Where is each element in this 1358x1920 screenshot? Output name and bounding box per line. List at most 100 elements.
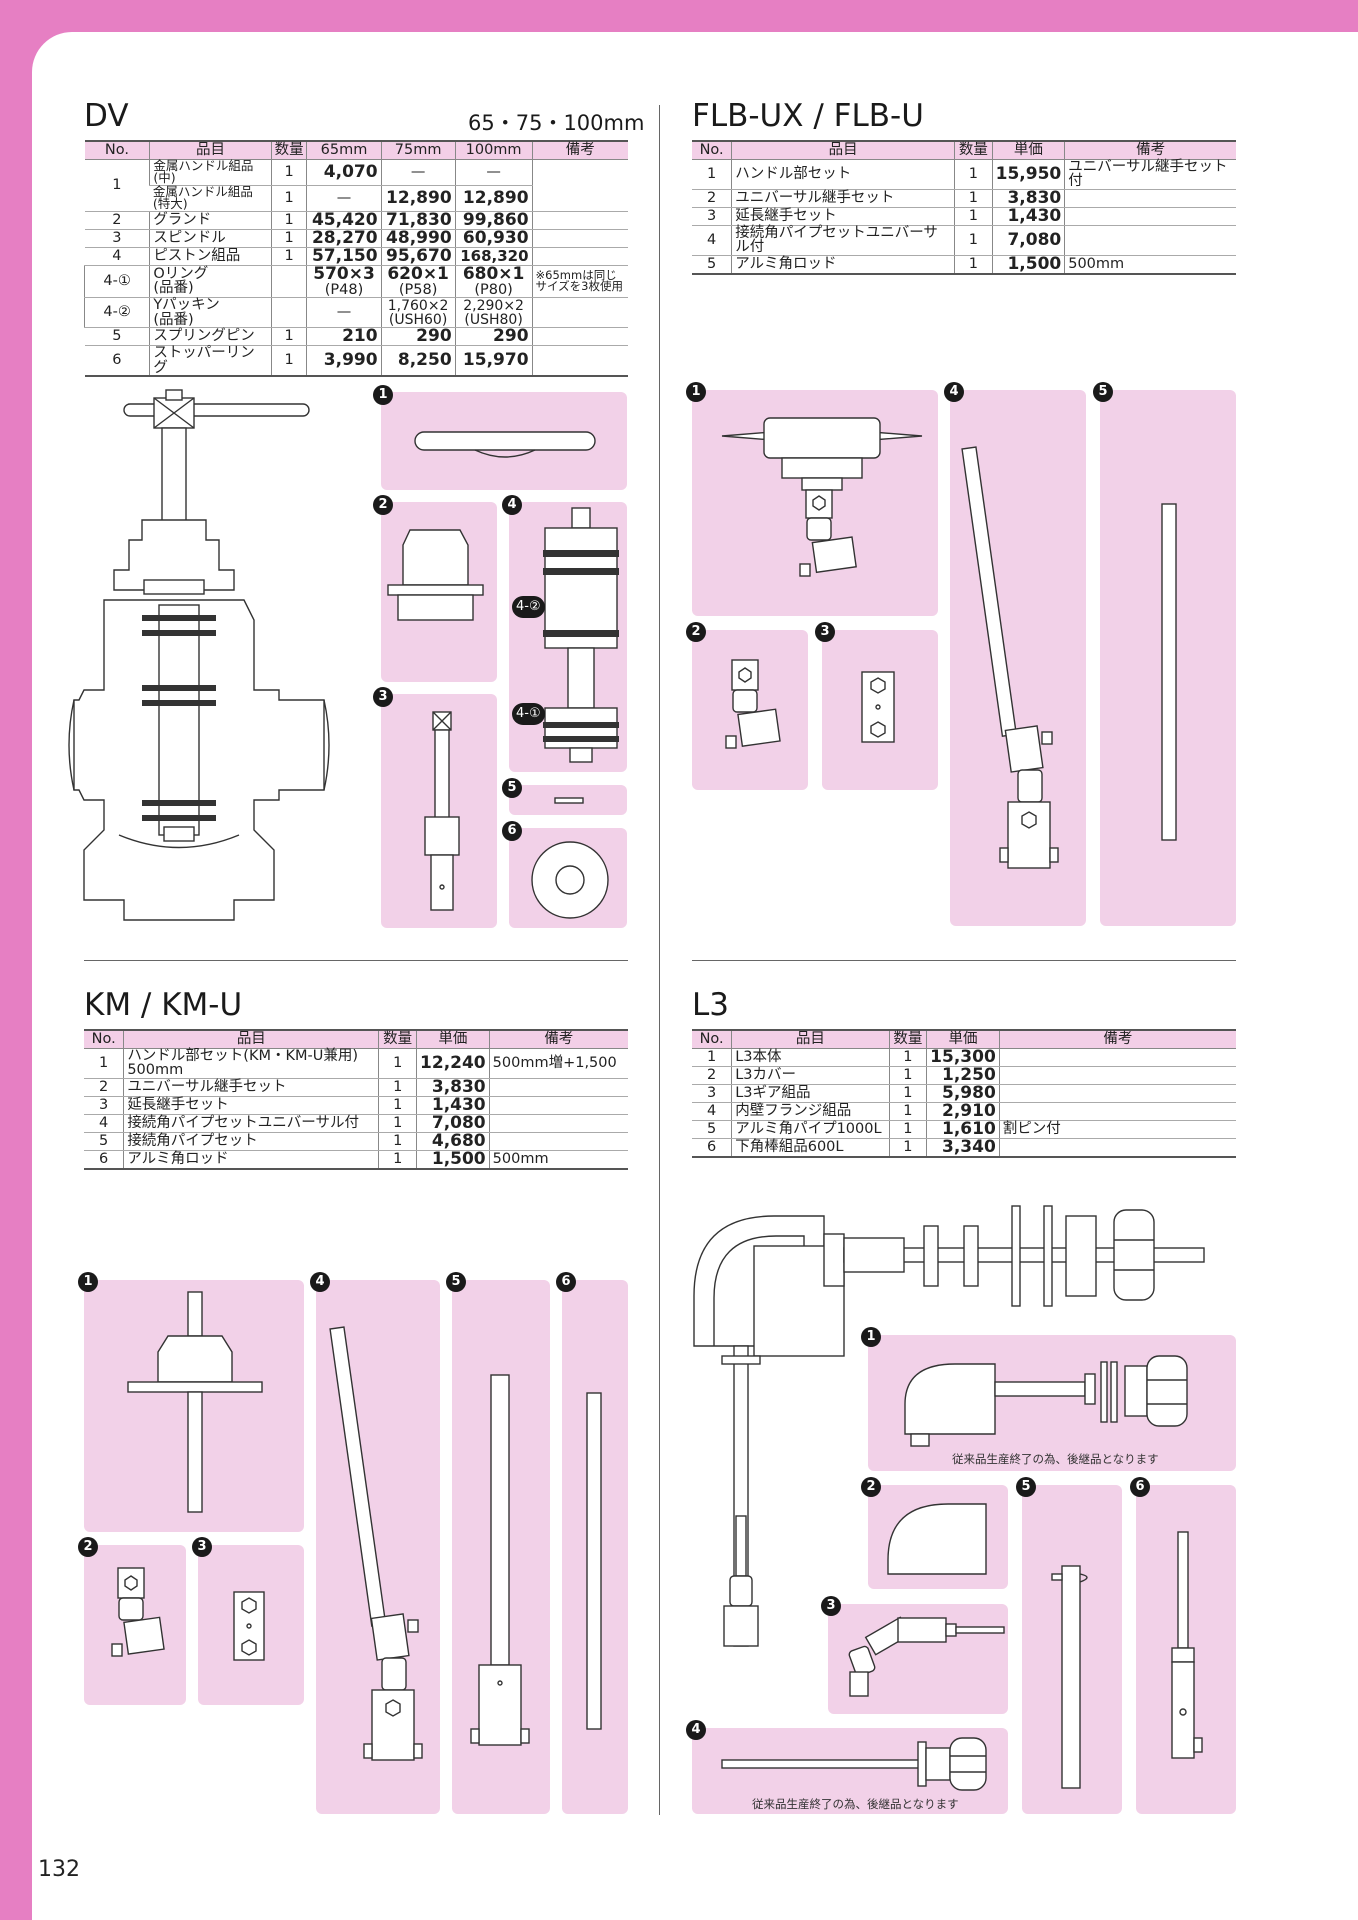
row-no: 2 bbox=[84, 1078, 124, 1097]
row-no: 5 bbox=[84, 327, 150, 346]
row-price-75: 71,830 bbox=[380, 211, 456, 230]
row-price-75: 48,990 bbox=[380, 229, 456, 248]
header-item: 品目 bbox=[123, 1030, 379, 1049]
row-item: アルミ角ロッド bbox=[123, 1150, 379, 1169]
row-price-75-value: 1,760×2 bbox=[387, 297, 449, 314]
row-price: 3,830 bbox=[416, 1078, 490, 1097]
row-item: 延長継手セット bbox=[123, 1096, 379, 1115]
header-note: 備考 bbox=[998, 1030, 1236, 1049]
row-item: 下角棒組品600L bbox=[731, 1138, 890, 1157]
row-price: 7,080 bbox=[416, 1114, 490, 1133]
row-price: 2,910 bbox=[926, 1102, 1000, 1121]
row-item: L3ギア組品 bbox=[731, 1084, 890, 1103]
l3-part-1-discontinued-note: 従来品生産終了の為、後継品となります bbox=[952, 1452, 1159, 1466]
row-qty: 1 bbox=[888, 1102, 927, 1121]
row-item: グランド bbox=[149, 211, 272, 230]
row-price-65: 570×3(P48) bbox=[306, 265, 382, 298]
row-price-65: 28,270 bbox=[306, 229, 382, 248]
row-note bbox=[488, 1096, 628, 1115]
header-qty: 数量 bbox=[270, 141, 307, 160]
part-number-badge: 3 bbox=[373, 687, 393, 707]
header-no: No. bbox=[692, 141, 732, 160]
row-no: 5 bbox=[692, 255, 732, 274]
header-qty: 数量 bbox=[378, 1030, 417, 1049]
part-number-badge: 2 bbox=[373, 495, 393, 515]
part-number-badge: 5 bbox=[502, 778, 522, 798]
row-note bbox=[1064, 225, 1236, 256]
header-75mm: 75mm bbox=[380, 141, 456, 160]
row-no: 4 bbox=[692, 225, 732, 256]
header-qty: 数量 bbox=[954, 141, 993, 160]
header-100mm: 100mm bbox=[454, 141, 533, 160]
row-price-65: — bbox=[306, 185, 382, 212]
row-note: 500mm増+1,500 bbox=[488, 1048, 628, 1079]
row-note bbox=[531, 229, 628, 248]
row-no: 6 bbox=[692, 1138, 732, 1157]
row-price-75: 95,670 bbox=[380, 247, 456, 266]
row-price-100-value: 2,290×2 bbox=[463, 297, 524, 314]
dv-stopper-ring-drawing bbox=[531, 841, 609, 919]
dv-parts-table: No. 品目 数量 65mm 75mm 100mm 備考 1 金属ハンドル組品(… bbox=[83, 140, 628, 377]
row-item: ピストン組品 bbox=[149, 247, 272, 266]
part-number-badge: 6 bbox=[502, 821, 522, 841]
km-extension-joint-drawing bbox=[233, 1591, 265, 1661]
row-price: 1,610 bbox=[926, 1120, 1000, 1139]
row-note bbox=[998, 1138, 1236, 1157]
row-no: 3 bbox=[84, 229, 150, 248]
horizontal-divider-left bbox=[84, 960, 628, 961]
row-item: ハンドル部セット bbox=[731, 159, 955, 190]
row-price: 4,680 bbox=[416, 1132, 490, 1151]
row-note bbox=[998, 1066, 1236, 1085]
row-price-100: 680×1(P80) bbox=[454, 265, 533, 298]
part-label-4-1: 4-① bbox=[512, 703, 545, 725]
row-item: ユニバーサル継手セット bbox=[123, 1078, 379, 1097]
l3-part-4-discontinued-note: 従来品生産終了の為、後継品となります bbox=[752, 1797, 959, 1811]
header-no: No. bbox=[84, 141, 150, 160]
l3-body-drawing bbox=[904, 1355, 1188, 1447]
row-price-75: — bbox=[380, 159, 456, 186]
row-qty: 1 bbox=[888, 1048, 927, 1067]
row-item: ユニバーサル継手セット bbox=[731, 189, 955, 208]
row-qty: 1 bbox=[378, 1114, 417, 1133]
row-qty: 1 bbox=[270, 247, 307, 266]
row-price-65: 45,420 bbox=[306, 211, 382, 230]
flb-extension-joint-drawing bbox=[861, 671, 895, 743]
row-qty: 1 bbox=[270, 211, 307, 230]
header-item: 品目 bbox=[149, 141, 272, 160]
row-item-line2: (品番) bbox=[153, 311, 194, 328]
header-note: 備考 bbox=[488, 1030, 628, 1049]
header-65mm: 65mm bbox=[306, 141, 382, 160]
row-qty bbox=[270, 297, 307, 328]
row-price: 1,430 bbox=[416, 1096, 490, 1115]
part-number-badge: 5 bbox=[1093, 382, 1113, 402]
row-qty: 1 bbox=[954, 207, 993, 226]
km-aluminum-rod-drawing bbox=[586, 1392, 602, 1730]
table-row: 3 スピンドル 1 28,270 48,990 60,930 bbox=[84, 229, 628, 248]
row-qty: 1 bbox=[270, 159, 307, 186]
l3-assembly-drawing bbox=[693, 1205, 1205, 1647]
row-price: 7,080 bbox=[991, 225, 1065, 256]
row-price-75: 8,250 bbox=[380, 345, 456, 377]
row-item: アルミ角パイプ1000L bbox=[731, 1120, 890, 1139]
row-item: 内壁フランジ組品 bbox=[731, 1102, 890, 1121]
dv-spring-pin-drawing bbox=[554, 797, 584, 804]
row-no: 6 bbox=[84, 345, 150, 377]
row-note: ※65mmは同じサイズを3枚使用 bbox=[531, 265, 628, 298]
header-qty: 数量 bbox=[888, 1030, 927, 1049]
row-price-65: 4,070 bbox=[306, 159, 382, 186]
row-price-100: 168,320 bbox=[454, 247, 533, 266]
row-price: 3,830 bbox=[991, 189, 1065, 208]
part-number-badge: 3 bbox=[815, 622, 835, 642]
row-no: 2 bbox=[692, 1066, 732, 1085]
header-price: 単価 bbox=[991, 141, 1065, 160]
row-no: 3 bbox=[84, 1096, 124, 1115]
row-price-65: 3,990 bbox=[306, 345, 382, 377]
